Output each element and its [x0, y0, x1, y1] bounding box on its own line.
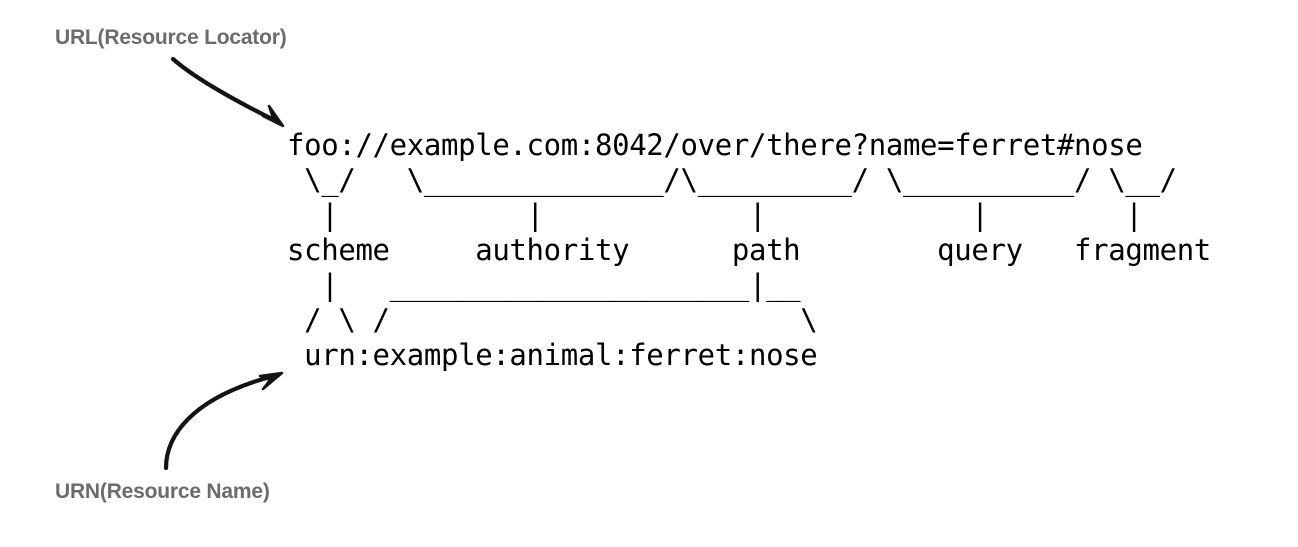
uri-syntax-ascii-diagram: foo://example.com:8042/over/there?name=f… — [287, 128, 1211, 373]
urn-callout-label: URN(Resource Name) — [55, 480, 270, 503]
diagram-line-urn-top: | _____________________|__ — [287, 268, 801, 302]
urn-callout-arrow-icon — [163, 371, 284, 471]
diagram-line-stems: | | | | | — [287, 198, 1143, 232]
url-callout-label: URL(Resource Locator) — [55, 26, 287, 49]
diagram-line-uri: foo://example.com:8042/over/there?name=f… — [287, 128, 1143, 162]
url-callout-arrow-icon — [170, 56, 285, 128]
diagram-line-urn-slash: / \ / \ — [287, 303, 818, 337]
diagram-line-brackets: \_/ \______________/\_________/ \_______… — [287, 163, 1177, 197]
diagram-line-urn: urn:example:animal:ferret:nose — [287, 338, 818, 372]
diagram-line-labels: scheme authority path query fragment — [287, 233, 1211, 267]
